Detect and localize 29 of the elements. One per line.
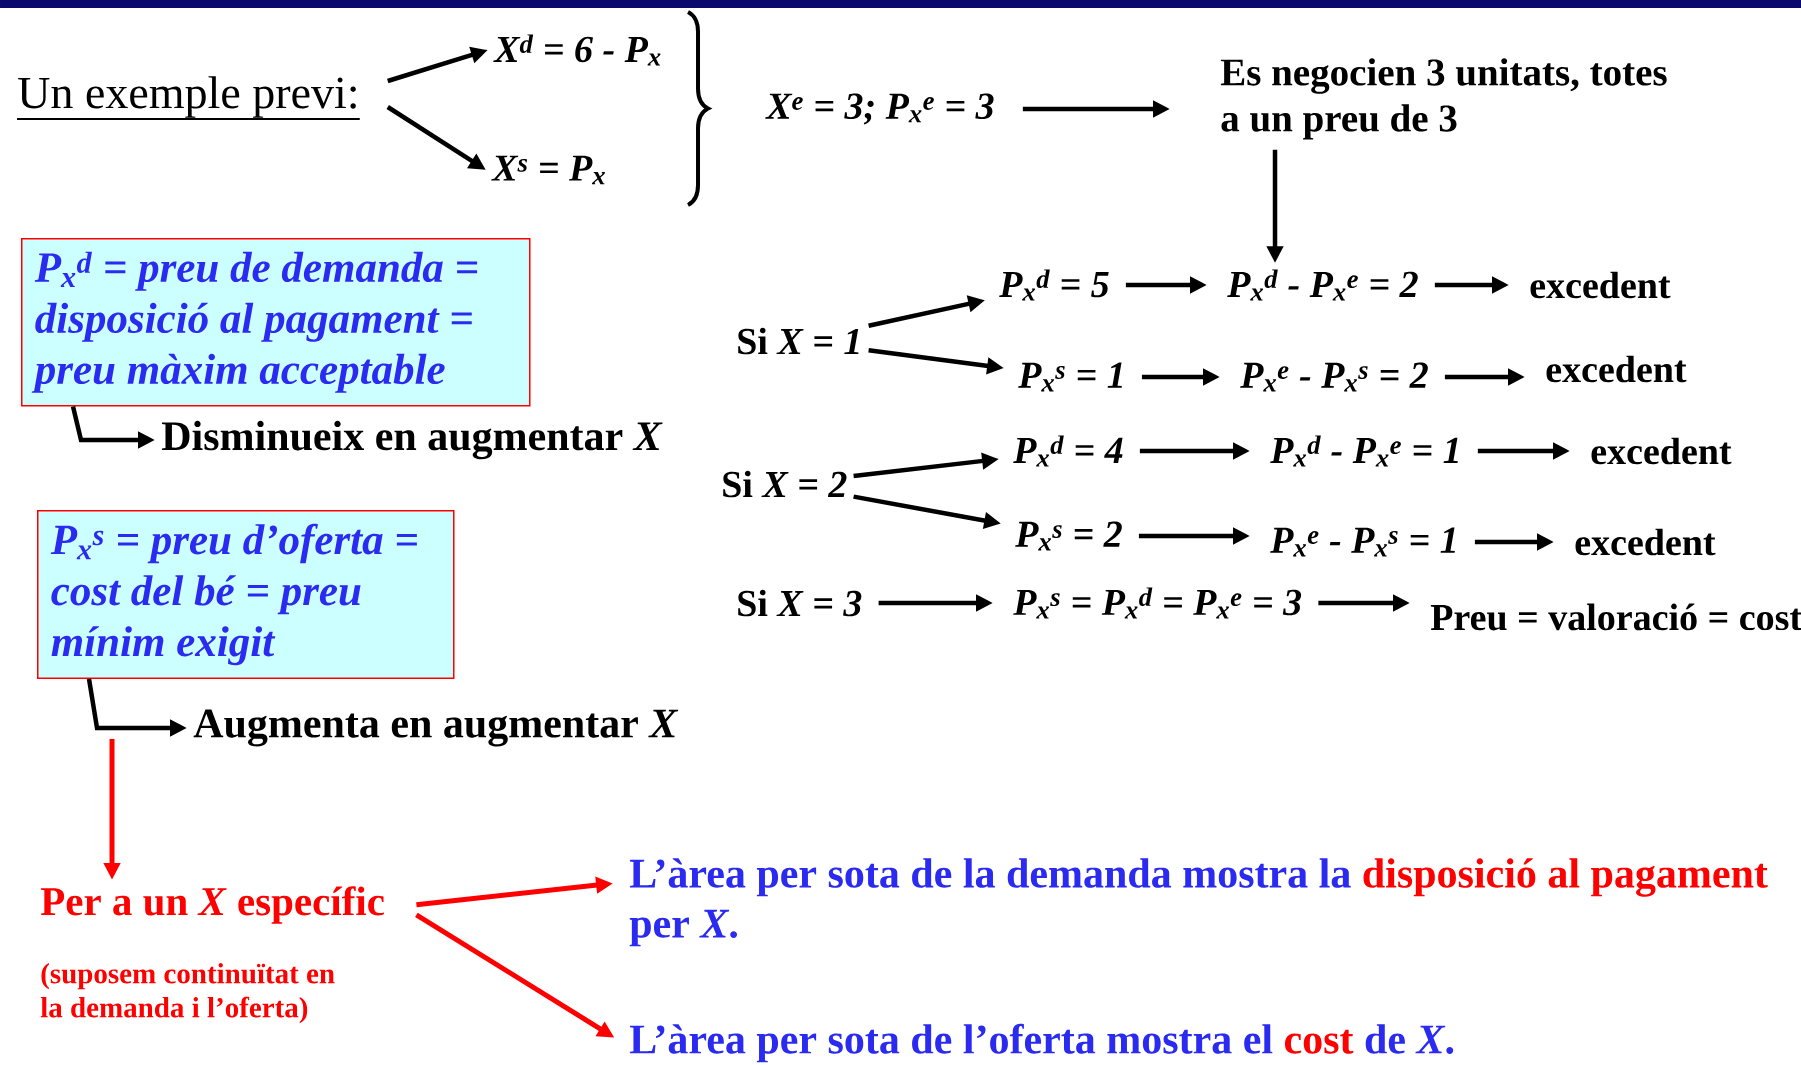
- equation: P$_{x}$$^{d}$ = 4: [1013, 435, 1123, 467]
- case-label: Si X = 1: [738, 327, 859, 355]
- definition-box: P$_{x}$$^{s}$ = preu d’oferta = cost del bé = preu mínim exigit: [37, 510, 455, 679]
- case-label: Si X = 2: [723, 470, 847, 498]
- equation: P$_{x}$$^{e}$ - P$_{x}$$^{s}$ = 2: [1240, 362, 1428, 392]
- result-label: excedent: [1546, 355, 1687, 383]
- note-text: Disminueix en augmentar X: [161, 420, 663, 460]
- result-label: excedent: [1530, 271, 1671, 299]
- result-text: Es negocien 3 unitats, totes a un preu de 3: [1220, 58, 1667, 140]
- conclusion-text: L’àrea per sota de l’oferta mostra el cost de X.: [629, 1023, 1454, 1063]
- note-text: Augmenta en augmentar X: [193, 709, 679, 747]
- result-label: excedent: [1575, 528, 1716, 556]
- equation: P$_{x}$$^{e}$ - P$_{x}$$^{s}$ = 1: [1270, 527, 1455, 557]
- equation: P$_{x}$$^{s}$ = 1: [1018, 362, 1122, 392]
- case-label: Si X = 3: [738, 589, 862, 617]
- equation: X$^{e}$ = 3; P$_{x}$$^{e}$ = 3: [765, 93, 994, 125]
- equation: P$_{x}$$^{d}$ = 5: [999, 269, 1109, 301]
- result-label: Preu = valoració = cost: [1430, 603, 1801, 631]
- intro-label: Un exemple previ:: [16, 76, 361, 121]
- conclusion-text: L’àrea per sota de la demanda mostra la disposició al pagament per X.: [629, 858, 1768, 947]
- equation: P$_{x}$$^{d}$ - P$_{x}$$^{e}$ = 1: [1270, 435, 1458, 467]
- definition-box: P$_{x}$$^{d}$ = preu de demanda = disposició al pagament = preu màxim acceptable: [21, 238, 531, 407]
- equation: P$_{x}$$^{s}$ = 2: [1015, 521, 1122, 551]
- equation: P$_{x}$$^{d}$ - P$_{x}$$^{e}$ = 2: [1227, 269, 1418, 301]
- note-text: Per a un X específic (suposem continuïtat en la demanda i l’oferta): [40, 886, 384, 1024]
- result-label: excedent: [1591, 437, 1732, 465]
- equation: P$_{x}$$^{s}$ = P$_{x}$$^{d}$ = P$_{x}$$^{e}$ = 3: [1013, 587, 1302, 619]
- equation: X$^{d}$ = 6 - P$_{x}$: [493, 34, 661, 66]
- equation: X$^{s}$ = P$_{x}$: [491, 155, 605, 185]
